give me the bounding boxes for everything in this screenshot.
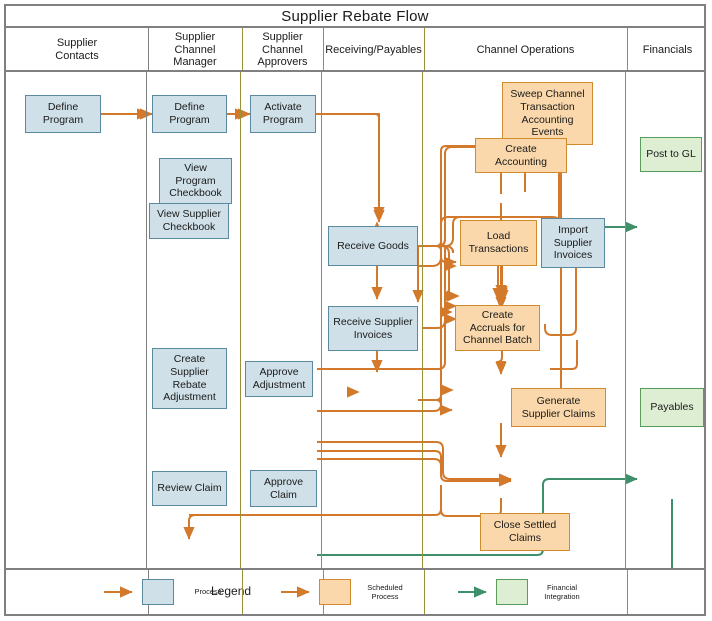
- node-post-to-gl[interactable]: Post to GL: [640, 137, 702, 172]
- lane-divider-financials: [627, 28, 628, 70]
- lane-title-receiving-payables: Receiving/Payables: [325, 43, 422, 56]
- lane-divider-channel-operations: [422, 72, 423, 568]
- node-review-claim[interactable]: Review Claim: [152, 471, 227, 506]
- lane-divider-supplier-channel-manager: [146, 72, 147, 568]
- legend-process-label: Process: [194, 587, 222, 597]
- legend-process: Process: [102, 579, 236, 605]
- legend-label: Legend: [211, 584, 252, 598]
- diagram-title-bar: Supplier Rebate Flow: [4, 4, 706, 28]
- lane-divider-receiving-payables: [323, 28, 324, 70]
- page-title: Supplier Rebate Flow: [281, 7, 429, 25]
- lane-divider-supplier-channel-approvers: [242, 570, 243, 614]
- legend-scheduled-process-arrow: [281, 586, 310, 598]
- lane-divider-channel-operations: [424, 28, 425, 70]
- lane-divider-financials: [627, 570, 628, 614]
- node-payables[interactable]: Payables: [640, 388, 704, 427]
- legend-process-arrow: [104, 586, 133, 598]
- legend-financial-integration-swatch: [496, 579, 528, 605]
- node-label: Post to GL: [646, 148, 696, 161]
- legend-process-swatch: [142, 579, 174, 605]
- legend-scheduled-process-swatch: [319, 579, 351, 605]
- lane-divider-supplier-channel-manager: [148, 28, 149, 70]
- lane-divider-receiving-payables: [321, 72, 322, 568]
- lane-divider-supplier-channel-approvers: [240, 72, 241, 568]
- node-label: Receive Goods: [337, 239, 409, 252]
- node-label: Payables: [650, 401, 694, 414]
- lane-title-channel-operations: Channel Operations: [476, 43, 575, 56]
- lane-title-financials: Financials: [642, 43, 693, 56]
- lane-divider-supplier-channel-approvers: [242, 28, 243, 70]
- lane-divider-financials: [625, 72, 626, 568]
- legend-financial-integration-arrow: [458, 586, 487, 598]
- lane-divider-channel-operations: [424, 570, 425, 614]
- node-label: Review Claim: [157, 482, 222, 495]
- node-receive-goods[interactable]: Receive Goods: [328, 226, 418, 266]
